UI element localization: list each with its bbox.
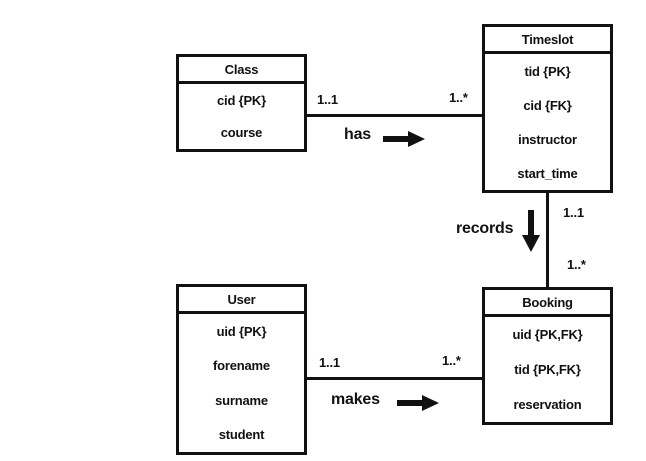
timeslot-attribute-row: start_time [517, 165, 578, 181]
user-entity-box: User uid {PK} forename surname student [176, 284, 307, 455]
records-relationship-label: records [456, 220, 514, 237]
makes-relationship-label: makes [331, 391, 380, 408]
booking-attribute-row: uid {PK,FK} [512, 327, 583, 342]
makes-relationship-line [307, 377, 482, 380]
has-relationship-line [307, 114, 482, 117]
booking-attribute-list: uid {PK,FK} tid {PK,FK} reservation [485, 317, 610, 422]
has-target-cardinality: 1..* [449, 90, 468, 105]
timeslot-attribute-list: tid {PK} cid {FK} instructor start_time [485, 54, 610, 190]
user-attribute-row: forename [213, 358, 270, 374]
down-arrow-icon [522, 210, 540, 252]
records-relationship-line [546, 191, 549, 289]
makes-target-cardinality: 1..* [442, 353, 461, 368]
right-arrow-icon [397, 395, 439, 411]
has-relationship-label: has [344, 126, 371, 143]
records-target-cardinality: 1..* [567, 257, 586, 272]
timeslot-entity-box: Timeslot tid {PK} cid {FK} instructor st… [482, 24, 613, 193]
user-attribute-row: uid {PK} [216, 323, 267, 339]
booking-attribute-row: tid {PK,FK} [514, 362, 581, 377]
class-attribute-row: cid {PK} [217, 92, 266, 108]
timeslot-attribute-row: cid {FK} [523, 97, 572, 113]
user-attribute-row: student [218, 427, 265, 443]
class-entity-box: Class cid {PK} course [176, 54, 307, 152]
records-source-cardinality: 1..1 [563, 205, 584, 220]
timeslot-attribute-row: tid {PK} [524, 63, 571, 79]
has-source-cardinality: 1..1 [317, 92, 338, 107]
class-entity-title: Class [179, 57, 304, 84]
booking-attribute-row: reservation [513, 397, 582, 412]
user-attribute-row: surname [215, 392, 268, 408]
class-attribute-list: cid {PK} course [179, 84, 304, 149]
class-attribute-row: course [220, 125, 263, 141]
timeslot-attribute-row: instructor [518, 131, 577, 147]
timeslot-entity-title: Timeslot [485, 27, 610, 54]
user-attribute-list: uid {PK} forename surname student [179, 314, 304, 452]
right-arrow-icon [383, 131, 425, 147]
makes-source-cardinality: 1..1 [319, 355, 340, 370]
booking-entity-box: Booking uid {PK,FK} tid {PK,FK} reservat… [482, 287, 613, 425]
user-entity-title: User [179, 287, 304, 314]
booking-entity-title: Booking [485, 290, 610, 317]
